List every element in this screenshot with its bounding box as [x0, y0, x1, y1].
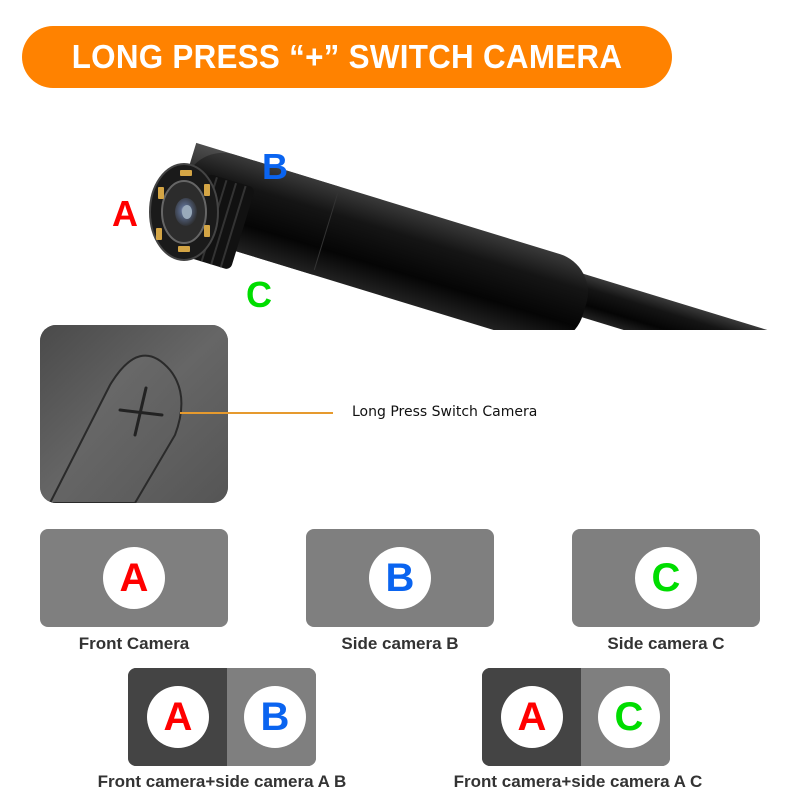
title-banner: LONG PRESS “+” SWITCH CAMERA — [22, 26, 672, 88]
camera-b-label: B — [262, 146, 288, 187]
mode-card-side-b: B — [306, 529, 494, 627]
callout-text: Long Press Switch Camera — [352, 404, 538, 420]
camera-c-badge: C — [598, 686, 660, 748]
mode-card-front-side-b: A B — [128, 668, 316, 766]
camera-a-label: A — [112, 193, 138, 234]
camera-b-badge: B — [369, 547, 431, 609]
mode-label-side-c: Side camera C — [607, 634, 725, 653]
callout-line — [180, 412, 333, 414]
camera-a-badge: A — [501, 686, 563, 748]
camera-a-badge: A — [147, 686, 209, 748]
camera-a-badge: A — [103, 547, 165, 609]
camera-c-label: C — [246, 274, 272, 315]
banner-title: LONG PRESS “+” SWITCH CAMERA — [71, 38, 623, 75]
mode-label-front: Front Camera — [78, 634, 190, 653]
camera-c-badge: C — [635, 547, 697, 609]
mode-label-side-b: Side camera B — [341, 634, 459, 653]
mode-label-front-side-b: Front camera+side camera A B — [97, 772, 347, 791]
endoscope-probe-image — [149, 142, 800, 330]
mode-card-side-c: C — [572, 529, 760, 627]
mode-card-front: A — [40, 529, 228, 627]
mode-card-front-side-c: A C — [482, 668, 670, 766]
mode-label-front-side-c: Front camera+side camera A C — [453, 772, 703, 791]
plus-button-photo — [40, 325, 228, 503]
camera-b-badge: B — [244, 686, 306, 748]
plus-icon — [118, 386, 164, 437]
